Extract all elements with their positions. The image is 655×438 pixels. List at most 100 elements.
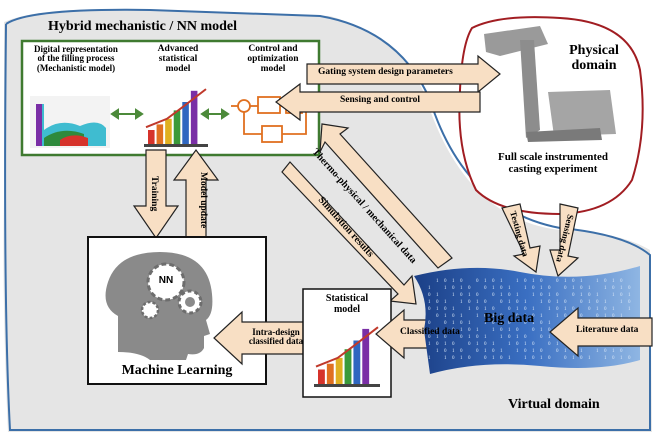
binary-digit: 0: [588, 293, 591, 298]
binary-digit: 1: [540, 286, 543, 291]
binary-digit: 1: [588, 356, 591, 361]
binary-digit: 0: [604, 279, 607, 284]
binary-digit: 1: [452, 279, 455, 284]
binary-digit: 1: [532, 293, 535, 298]
binary-digit: 0: [580, 286, 583, 291]
binary-digit: 0: [476, 349, 479, 354]
binary-digit: 0: [604, 349, 607, 354]
binary-digit: 1: [604, 356, 607, 361]
binary-digit: 0: [556, 279, 559, 284]
digital-rep-line2: of the filling process: [37, 53, 115, 64]
binary-digit: 1: [532, 307, 535, 312]
binary-digit: 1: [620, 300, 623, 305]
digital-rep-line3: (Mechanistic model): [36, 62, 116, 73]
binary-digit: 0: [492, 279, 495, 284]
stat-model-line1: Statistical: [325, 293, 369, 304]
binary-digit: 0: [516, 314, 519, 319]
binary-digit: 0: [580, 300, 583, 305]
binary-digit: 1: [516, 279, 519, 284]
binary-digit: 0: [436, 300, 439, 305]
intra-line1: Intra-design: [252, 327, 300, 337]
binary-digit: 1: [524, 356, 527, 361]
binary-digit: 1: [604, 314, 607, 319]
binary-digit: 1: [540, 314, 543, 319]
binary-digit: 1: [516, 293, 519, 298]
virtual-domain-label: Virtual domain: [508, 397, 600, 412]
binary-digit: 0: [436, 328, 439, 333]
chart-icon-trend: [145, 88, 207, 129]
binary-digit: 0: [468, 286, 471, 291]
literature-arrow: [549, 306, 653, 358]
binary-digit: 1: [612, 293, 615, 298]
chart-icon-bar: [165, 118, 172, 144]
binary-digit: 1: [620, 356, 623, 361]
binary-digit: 1: [516, 307, 519, 312]
binary-digit: 0: [428, 335, 431, 340]
binary-digit: 0: [532, 314, 535, 319]
physical-domain-outline: [458, 16, 644, 216]
binary-digit: 0: [428, 321, 431, 326]
binary-digit: 1: [484, 349, 487, 354]
simulation-results-arrow: [281, 161, 417, 305]
binary-digit: 1: [524, 300, 527, 305]
sensing-data-arrow: [549, 203, 580, 278]
binary-digit: 0: [572, 279, 575, 284]
chart-icon-bar: [156, 124, 164, 144]
binary-digit: 0: [540, 349, 543, 354]
binary-digit: 0: [628, 286, 631, 291]
binary-digit: 1: [588, 300, 591, 305]
binary-digit: 0: [628, 356, 631, 361]
binary-digit: 1: [428, 342, 431, 347]
binary-digit: 0: [500, 286, 503, 291]
control-opt-label: Control and optimization model: [228, 44, 318, 75]
binary-digit: 1: [500, 293, 503, 298]
binary-digit: 0: [564, 356, 567, 361]
binary-digit: 1: [444, 342, 447, 347]
binary-digit: 1: [492, 286, 495, 291]
chart-icon-bar: [318, 369, 325, 384]
binary-digit: 0: [492, 307, 495, 312]
binary-digit: 1: [500, 321, 503, 326]
testing-data-arrow: [501, 203, 541, 274]
sensing-control-arrow: [275, 82, 481, 122]
binary-digit: 1: [476, 342, 479, 347]
binary-digit: 0: [484, 314, 487, 319]
model-update-arrow: [172, 148, 220, 241]
binary-digit: 1: [604, 286, 607, 291]
binary-digit: 0: [476, 307, 479, 312]
binary-digit: 1: [428, 300, 431, 305]
control-opt-line3: model: [260, 63, 286, 74]
binary-digit: 0: [452, 286, 455, 291]
binary-digit: 0: [596, 300, 599, 305]
binary-digit: 0: [436, 314, 439, 319]
binary-digit: 1: [436, 335, 439, 340]
chart-icon-base: [314, 384, 380, 387]
control-opt-line1: Control and: [248, 44, 298, 54]
chart-icon-bar: [190, 90, 198, 144]
binary-digit: 0: [508, 321, 511, 326]
binary-digit: 1: [596, 293, 599, 298]
binary-digit: 0: [524, 321, 527, 326]
binary-digit: 1: [524, 314, 527, 319]
stat-model-chart: [314, 326, 380, 387]
binary-digit: 0: [428, 293, 431, 298]
binary-digit: 1: [548, 307, 551, 312]
page-title: Hybrid mechanistic / NN model: [48, 19, 237, 34]
ml-label: Machine Learning: [121, 363, 233, 378]
control-opt-line2: optimization: [247, 53, 299, 64]
casting-image: [484, 26, 616, 142]
thermo-data-arrow: [319, 123, 453, 269]
binary-digit: 0: [524, 279, 527, 284]
binary-digit: 1: [492, 314, 495, 319]
binary-digit: 0: [468, 300, 471, 305]
binary-digit: 1: [452, 293, 455, 298]
binary-digit: 1: [492, 356, 495, 361]
binary-digit: 0: [460, 335, 463, 340]
binary-digit: 1: [588, 286, 591, 291]
binary-digit: 0: [620, 349, 623, 354]
binary-digits: 1010010111101001010110100101101101001001…: [428, 279, 631, 361]
binary-digit: 1: [532, 279, 535, 284]
binary-digit: 0: [572, 293, 575, 298]
binary-digit: 0: [540, 335, 543, 340]
